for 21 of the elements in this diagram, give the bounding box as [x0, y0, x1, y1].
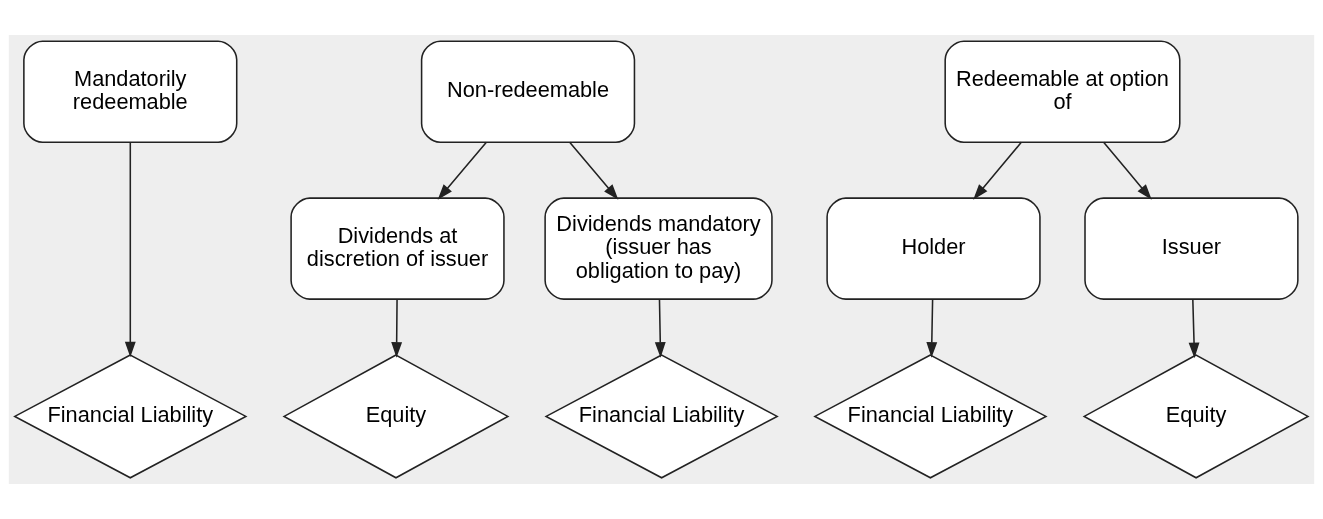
- arrow: [1188, 298, 1200, 359]
- node-diamond: Financial Liability: [13, 354, 248, 479]
- node-box: Non-redeemable: [420, 40, 636, 143]
- arrow: [926, 298, 938, 358]
- arrow: [124, 142, 136, 358]
- node-box: Dividends at discretion of issuer: [290, 197, 505, 300]
- node-diamond: Equity: [1082, 354, 1310, 479]
- arrow: [654, 298, 666, 358]
- node-diamond: Equity: [282, 354, 510, 479]
- node-box: Holder: [826, 197, 1041, 300]
- node-box: Redeemable at option of: [944, 40, 1181, 143]
- node-box: Dividends mandatory (issuer has obligation to pay): [544, 197, 773, 300]
- node-diamond: Financial Liability: [813, 354, 1048, 479]
- arrow: [391, 298, 403, 358]
- node-diamond: Financial Liability: [544, 354, 779, 479]
- node-box: Issuer: [1084, 197, 1299, 300]
- node-box: Mandatorily redeemable: [23, 40, 238, 143]
- arrow: [1102, 141, 1152, 200]
- arrow: [437, 141, 488, 200]
- arrow: [568, 141, 619, 200]
- arrow: [973, 141, 1023, 200]
